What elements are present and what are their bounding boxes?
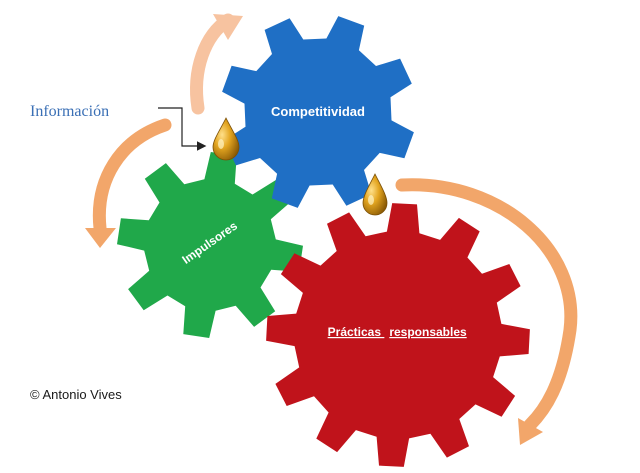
top-cycle-arrow	[190, 13, 235, 115]
practices-label: Prácticas responsables	[328, 325, 467, 339]
oil-drop-icon	[362, 173, 388, 216]
information-label: Información	[30, 103, 109, 120]
right-cycle-arrowhead	[518, 418, 543, 445]
competitiveness-label: Competitividad	[271, 104, 365, 119]
left-cycle-arrowhead	[85, 228, 116, 248]
drivers-gear	[117, 152, 303, 338]
top-cycle-arrowhead	[213, 14, 243, 40]
practices-word-2: responsables	[389, 325, 467, 339]
practices-gear	[266, 203, 530, 467]
left-cycle-arrow	[92, 118, 172, 235]
competitiveness-gear	[222, 16, 414, 208]
oil-drop-icon	[212, 117, 240, 161]
practices-word-1: Prácticas	[328, 325, 382, 339]
credit-text: © Antonio Vives	[30, 387, 122, 402]
elbow-arrow-icon	[158, 107, 207, 151]
right-cycle-arrow	[395, 178, 578, 432]
